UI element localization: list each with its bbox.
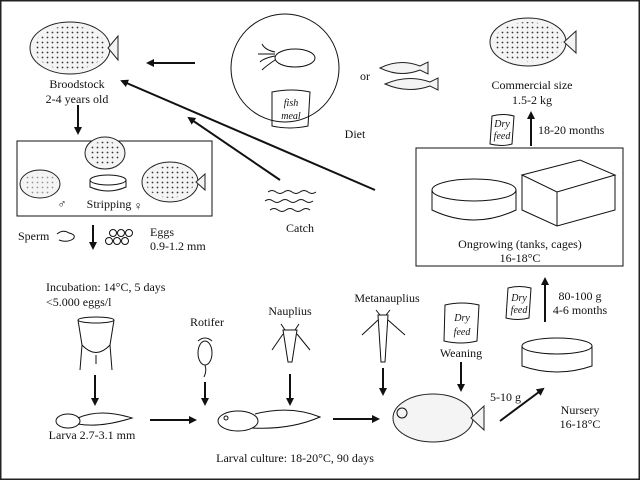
- forage-fish-icon: [378, 61, 439, 91]
- commercial-fish-icon: [489, 17, 577, 67]
- or-label: or: [360, 69, 370, 83]
- nursery-tank-icon: [521, 337, 593, 373]
- juvenile-weight: 5-10 g: [490, 390, 521, 404]
- juvenile-fish-icon: [392, 393, 485, 443]
- nursery-duration: 4-6 months: [553, 303, 608, 317]
- commercial-weight: 1.5-2 kg: [512, 93, 552, 107]
- dry-feed-text-1b: feed: [494, 131, 512, 142]
- catch-label: Catch: [286, 221, 314, 235]
- female-symbol: ♀: [134, 199, 143, 213]
- nauplius-icon: [271, 323, 311, 363]
- tank-icon: [431, 178, 517, 221]
- fish-meal-text-2: meal: [281, 111, 301, 122]
- sperm-icon: [56, 230, 75, 242]
- fish-meal-text-1: fish: [284, 98, 298, 109]
- squid-icon: [258, 43, 316, 71]
- commercial-size-label: Commercial size: [492, 78, 573, 92]
- ongrowing-box: [415, 147, 624, 267]
- larva-label: Larva 2.7-3.1 mm: [49, 428, 136, 442]
- larva-icon: [55, 412, 134, 429]
- incubation-label: Incubation: 14°C, 5 days: [46, 280, 166, 294]
- rotifer-icon: [197, 337, 213, 378]
- diet-label: Diet: [345, 127, 366, 141]
- fish-meal-bag-icon: [271, 89, 311, 129]
- metanauplius-label: Metanauplius: [354, 291, 420, 305]
- male-fish-icon: [19, 169, 61, 199]
- eggs-icon: [105, 229, 133, 245]
- nursery-temp: 16-18°C: [560, 417, 601, 431]
- larval-culture-label: Larval culture: 18-20°C, 90 days: [216, 451, 374, 465]
- diet-circle: [230, 13, 340, 123]
- nauplius-label: Nauplius: [268, 304, 312, 318]
- ongrowing-temp: 16-18°C: [500, 251, 541, 265]
- waves-icon: [264, 190, 317, 212]
- nursery-label: Nursery: [561, 403, 600, 417]
- sperm-label: Sperm: [18, 229, 50, 243]
- ongrowing-to-broodstock-arrow: [120, 79, 376, 191]
- dry-feed-text-2: Dry: [453, 313, 470, 324]
- dry-feed-bag-icon: Dry feed: [489, 114, 515, 146]
- stripping-label: Stripping: [87, 197, 132, 211]
- larval-culture-larva-icon: [217, 409, 322, 432]
- juvenile-to-nursery-arrow: [499, 387, 545, 422]
- female-fish-icon: [141, 161, 206, 203]
- dry-feed-bag-icon-weaning: Dry feed: [443, 302, 480, 344]
- incubator-icon: [77, 316, 115, 371]
- dry-feed-text-3: Dry: [510, 293, 527, 304]
- eggs-label: Eggs: [150, 225, 174, 239]
- broodstock-label: Broodstock: [49, 77, 104, 91]
- stripping-hand-icon: [84, 136, 127, 192]
- incubation-density: <5.000 eggs/l: [46, 295, 112, 309]
- ongrowing-label: Ongrowing (tanks, cages): [458, 237, 582, 251]
- dry-feed-text-2b: feed: [454, 327, 472, 338]
- dry-feed-text-1: Dry: [493, 119, 510, 130]
- dry-feed-bag-icon-nursery: Dry feed: [505, 286, 532, 320]
- metanauplius-icon: [361, 309, 406, 363]
- sea-cage-icon: [520, 159, 617, 227]
- dry-feed-text-3b: feed: [511, 305, 529, 316]
- rotifer-label: Rotifer: [190, 315, 224, 329]
- broodstock-fish-icon: [29, 21, 119, 75]
- nursery-weight: 80-100 g: [559, 289, 602, 303]
- weaning-label: Weaning: [440, 346, 482, 360]
- eggs-size: 0.9-1.2 mm: [150, 239, 206, 253]
- ongrowing-duration: 18-20 months: [538, 123, 605, 137]
- catch-to-broodstock-arrow: [187, 116, 281, 181]
- male-symbol: ♂: [58, 197, 67, 211]
- broodstock-age: 2-4 years old: [46, 92, 109, 106]
